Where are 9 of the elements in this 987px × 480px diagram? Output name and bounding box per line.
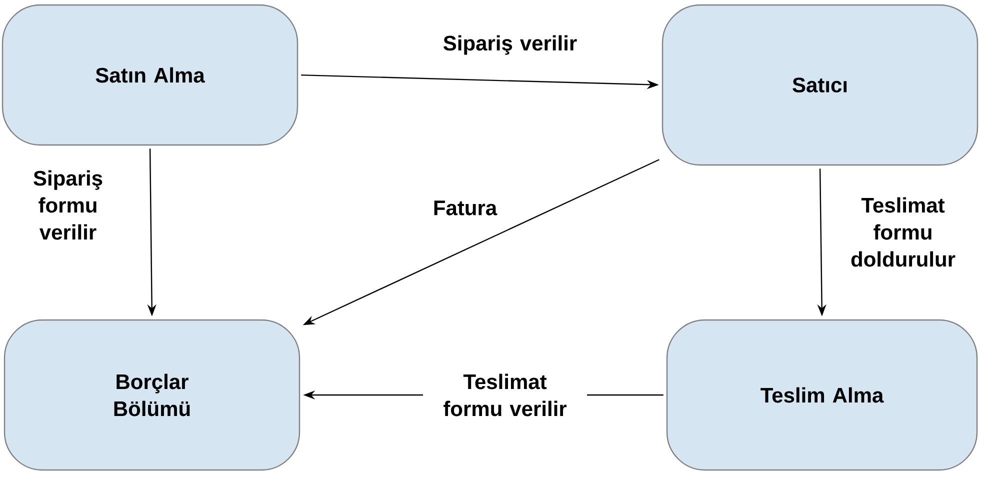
edge-label: Fatura [434,200,498,216]
edge-label: Teslimat formu doldurulur [851,197,956,267]
process-box: Teslim Alma [666,319,978,471]
edge-label: Sipariş formu verilir [34,170,102,240]
process-box: Borçlar Bölümü [4,319,300,471]
edge-label: Sipariş verilir [444,35,577,55]
process-box: Satıcı [662,4,978,166]
process-box: Satın Alma [2,4,298,146]
edge-label: Teslimat formu verilir [423,372,587,418]
